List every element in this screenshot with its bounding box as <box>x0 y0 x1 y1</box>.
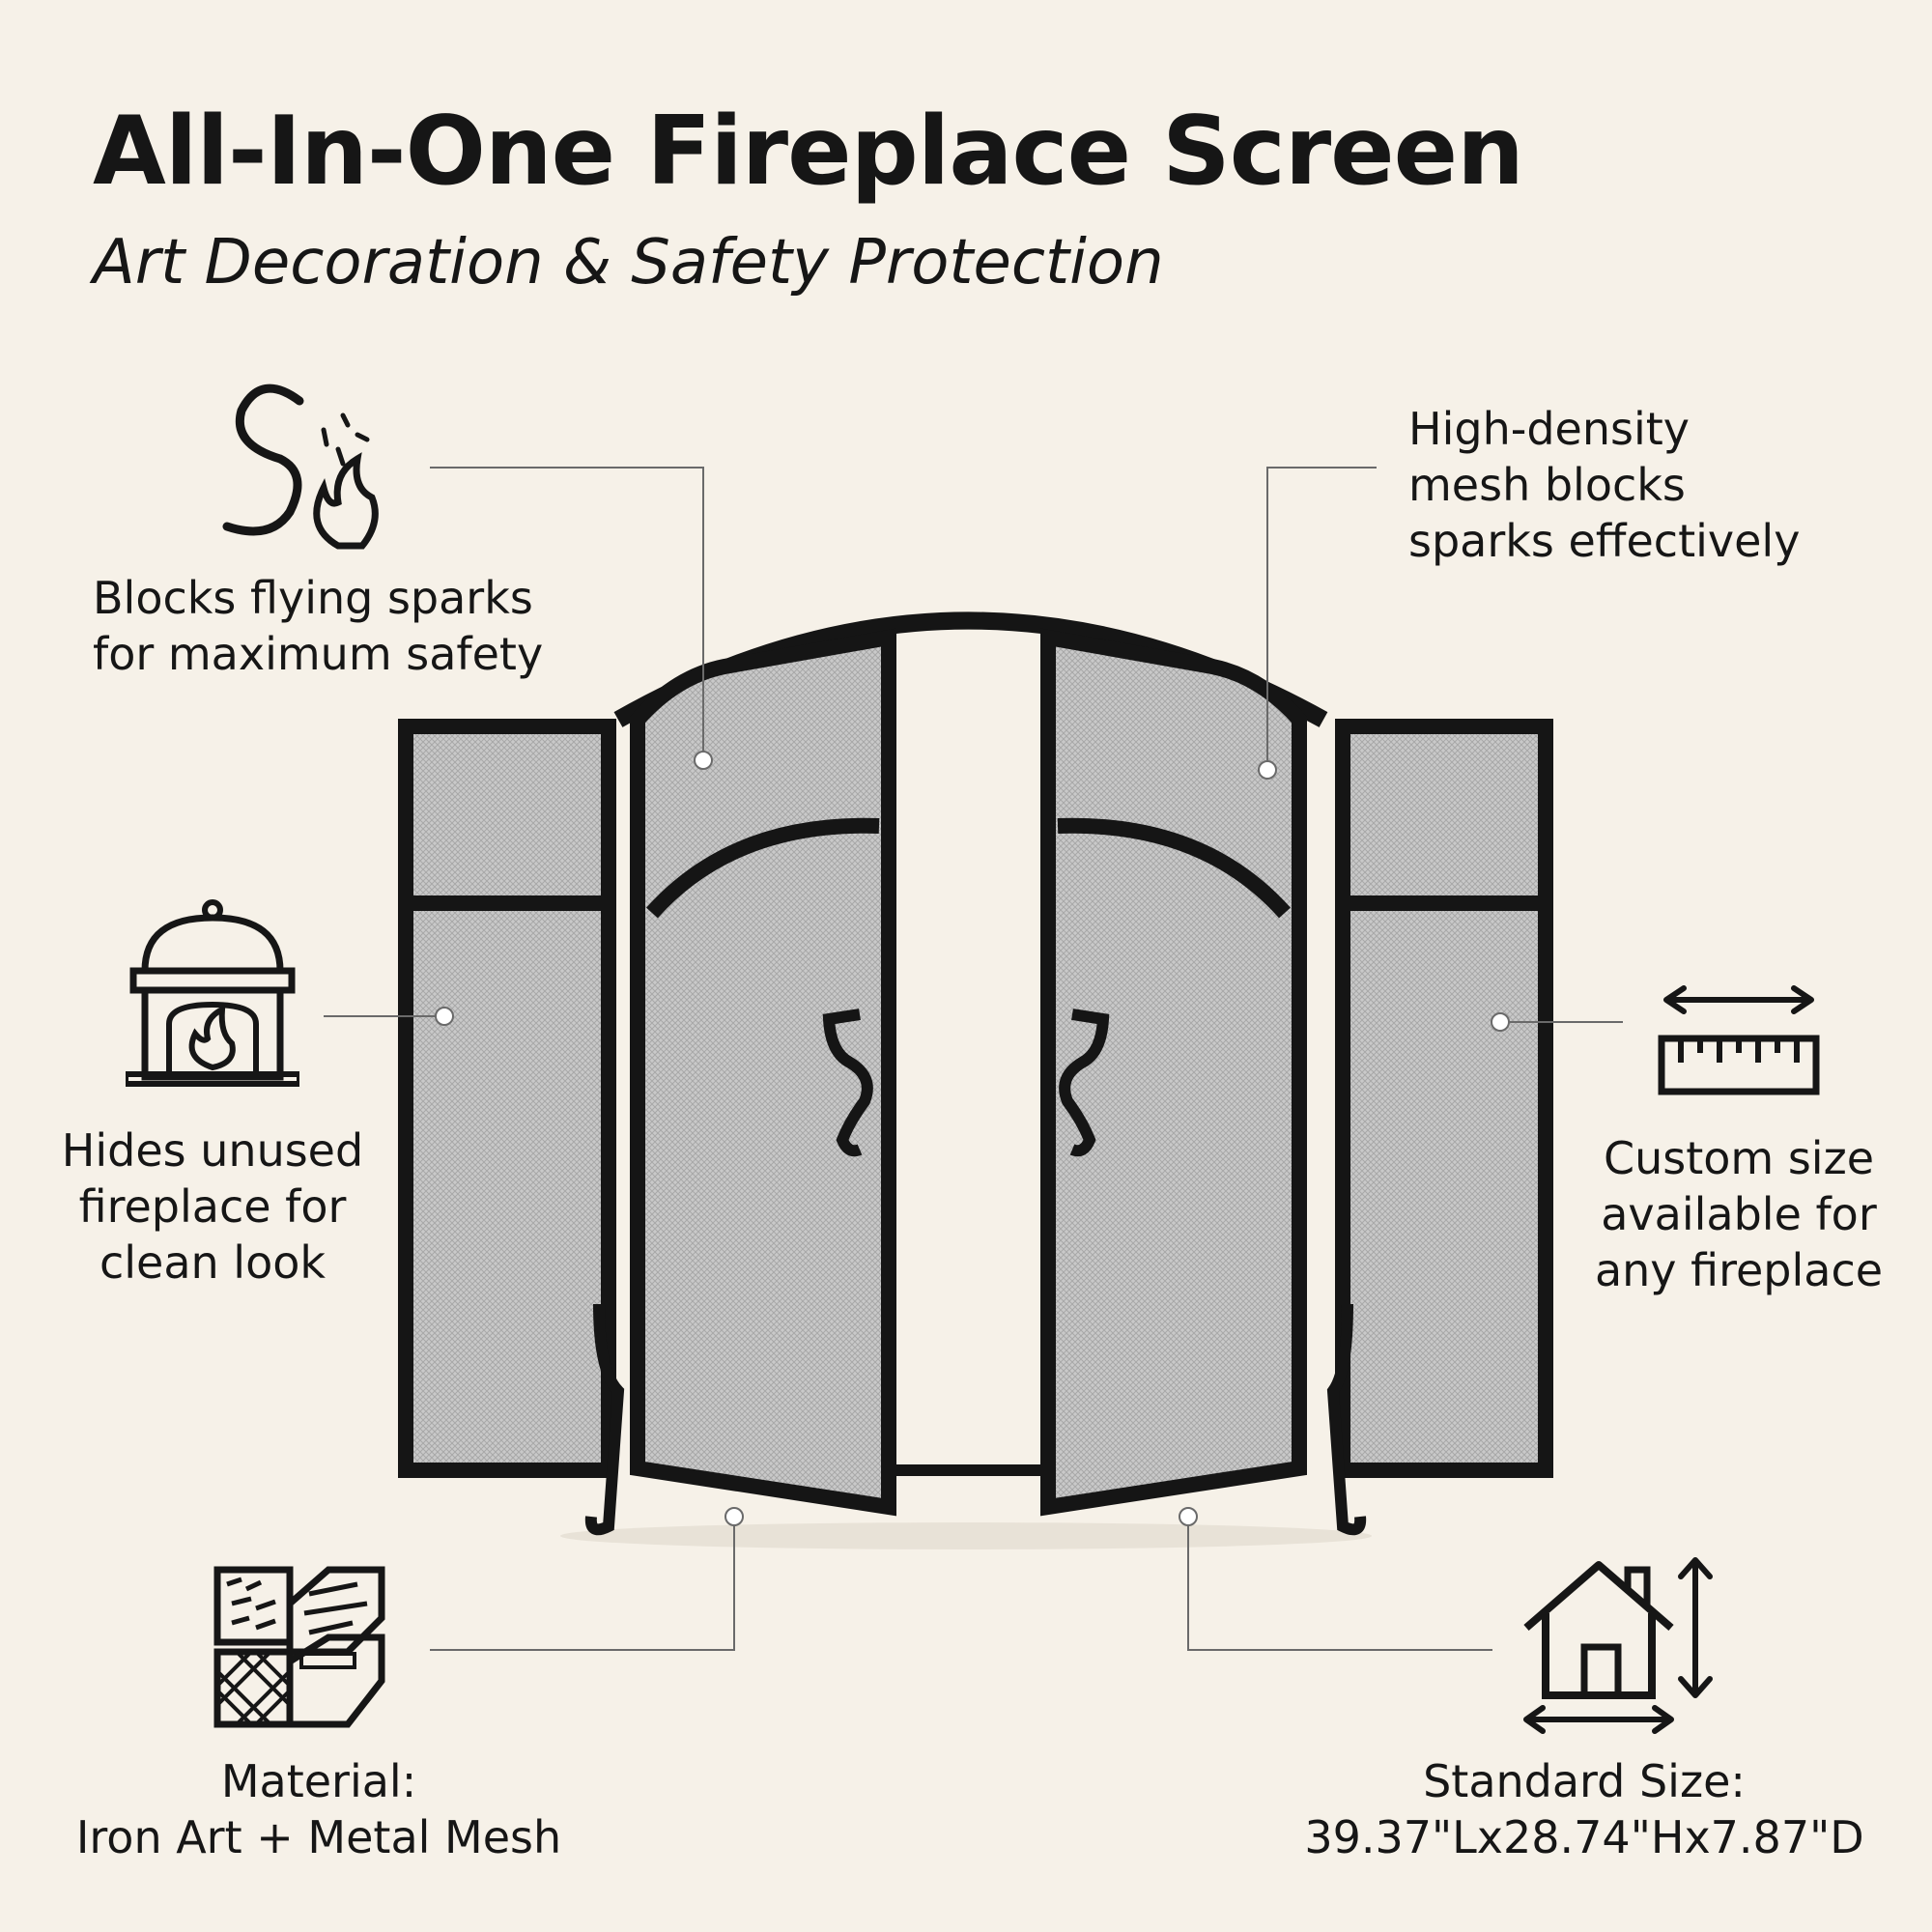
feature-standard-line: 39.37"Lx28.74"Hx7.87"D <box>1304 1811 1864 1863</box>
feature-custom-line: available for <box>1601 1188 1877 1240</box>
page-title: All-In-One Fireplace Screen <box>93 97 1524 207</box>
feature-standard: Standard Size: 39.37"Lx28.74"Hx7.87"D <box>1275 1753 1893 1865</box>
feature-custom-line: Custom size <box>1603 1132 1875 1184</box>
feature-hides-line: fireplace for <box>78 1180 347 1233</box>
feature-hides-line: Hides unused <box>61 1124 364 1177</box>
feature-custom: Custom size available for any fireplace <box>1565 1130 1913 1298</box>
right-door <box>1040 628 1307 1517</box>
material-layers-icon <box>213 1566 385 1728</box>
spark-fire-icon <box>222 384 379 550</box>
feature-hides-line: clean look <box>99 1236 327 1289</box>
leader-lines <box>324 467 1623 1651</box>
feature-sparks: Blocks flying sparks for maximum safety <box>93 570 543 682</box>
feature-mesh-line: High-density <box>1408 403 1690 455</box>
feature-standard-line: Standard Size: <box>1423 1755 1746 1807</box>
feature-sparks-line: Blocks flying sparks <box>93 572 533 624</box>
house-dimensions-icon <box>1523 1557 1713 1734</box>
feature-mesh-line: sparks effectively <box>1408 515 1801 567</box>
feature-mesh-line: mesh blocks <box>1408 459 1686 511</box>
feature-material-line: Iron Art + Metal Mesh <box>75 1811 562 1863</box>
feature-material: Material: Iron Art + Metal Mesh <box>58 1753 580 1865</box>
feature-mesh: High-density mesh blocks sparks effectiv… <box>1408 401 1800 569</box>
feature-material-line: Material: <box>220 1755 417 1807</box>
right-side-panel <box>1326 719 1553 1536</box>
callout-dots <box>435 751 1510 1526</box>
left-door <box>630 628 896 1517</box>
page-subtitle: Art Decoration & Safety Protection <box>93 227 1164 298</box>
feature-sparks-line: for maximum safety <box>93 628 544 680</box>
feature-hides: Hides unused fireplace for clean look <box>39 1122 386 1291</box>
left-side-panel <box>398 719 625 1536</box>
feature-custom-line: any fireplace <box>1594 1244 1884 1296</box>
ruler-icon <box>1658 985 1820 1095</box>
fireplace-icon <box>126 899 299 1087</box>
